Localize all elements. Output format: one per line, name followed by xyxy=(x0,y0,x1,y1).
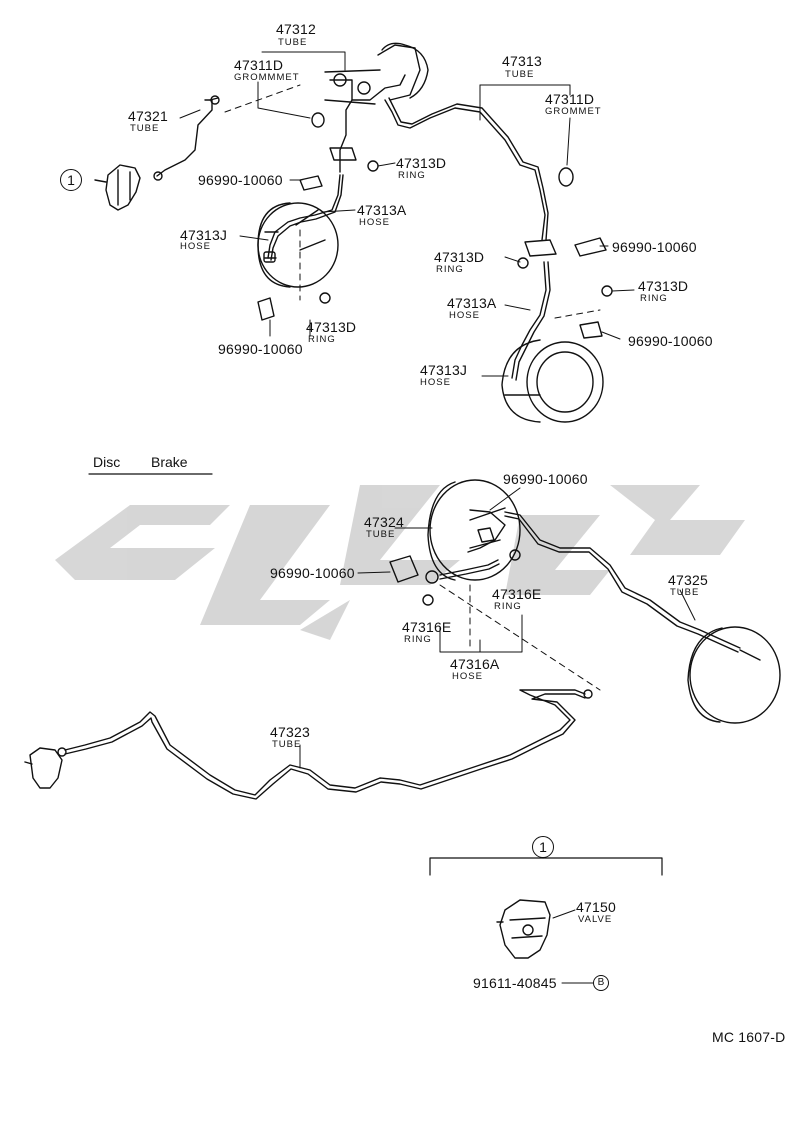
part-number-47150: 47150 xyxy=(576,899,616,915)
callout-marker-1-top: 1 xyxy=(60,169,82,191)
part-name-47325: TUBE xyxy=(670,587,700,598)
clip-f xyxy=(579,321,603,339)
clip-g xyxy=(389,555,419,583)
part-name-47313d-b: RING xyxy=(308,334,336,345)
fastener-marker-b: B xyxy=(593,975,609,991)
clip-e xyxy=(574,237,607,257)
part-number-47321: 47321 xyxy=(128,108,168,124)
part-number-47313d-b: 47313D xyxy=(306,319,357,335)
part-number-47313: 47313 xyxy=(502,53,542,69)
tube-47325 xyxy=(504,511,741,653)
tube-47324 xyxy=(467,509,506,553)
callout-marker-1-bottom: 1 xyxy=(532,836,554,858)
section-title-disc: Disc xyxy=(93,454,121,470)
part-number-96990-f: 96990-10060 xyxy=(270,565,355,581)
master-cylinder xyxy=(311,42,429,128)
left-brake-hose xyxy=(263,174,344,263)
part-name-47313j-left: HOSE xyxy=(180,241,211,252)
part-number-47313d-d: 47313D xyxy=(638,278,689,294)
callout-bracket xyxy=(429,857,663,876)
ring-a xyxy=(367,160,379,172)
valve-small-bottom xyxy=(24,747,67,789)
hose-47316a xyxy=(425,559,500,584)
part-name-47316a: HOSE xyxy=(452,671,483,682)
grommet-right xyxy=(558,167,574,187)
part-name-47313: TUBE xyxy=(505,69,535,80)
part-name-47316e-a: RING xyxy=(404,634,432,645)
clip-h xyxy=(477,527,495,543)
part-number-47316a: 47316A xyxy=(450,656,500,672)
part-number-47323: 47323 xyxy=(270,724,310,740)
part-number-47312: 47312 xyxy=(276,21,316,37)
part-name-47313d-c: RING xyxy=(436,264,464,275)
leader-lines-mid xyxy=(299,487,696,769)
tube-47321 xyxy=(153,95,220,181)
ring-d xyxy=(601,285,613,297)
part-name-47311d-right: GROMMET xyxy=(545,106,602,117)
clip-c xyxy=(257,297,275,321)
clip-d xyxy=(524,239,557,257)
proportioning-valve-small xyxy=(94,164,141,211)
valve-47150 xyxy=(496,899,551,959)
clip-b xyxy=(299,175,323,191)
part-number-47311d-left: 47311D xyxy=(234,57,284,73)
dashed-leaders-top xyxy=(224,84,601,319)
clip-a xyxy=(329,147,357,161)
part-number-96990-b: 96990-10060 xyxy=(218,341,303,357)
leader-lines-bottom xyxy=(552,909,594,984)
right-brake-drum xyxy=(501,339,604,423)
right-brake-hose xyxy=(511,261,551,381)
part-number-96990-c: 96990-10060 xyxy=(612,239,697,255)
part-name-47150: VALVE xyxy=(578,914,613,925)
part-name-47323: TUBE xyxy=(272,739,302,750)
part-name-47313j-right: HOSE xyxy=(420,377,451,388)
drawing-code: MC 1607-D xyxy=(712,1029,786,1045)
part-number-96990-a: 96990-10060 xyxy=(198,172,283,188)
tube-47323 xyxy=(64,689,593,800)
part-name-47313a-left: HOSE xyxy=(359,217,390,228)
part-number-96990-e: 96990-10060 xyxy=(503,471,588,487)
part-number-47311d-right: 47311D xyxy=(545,91,595,107)
part-number-47313j-left: 47313J xyxy=(180,227,228,243)
part-number-47313a-right: 47313A xyxy=(447,295,497,311)
part-number-47324: 47324 xyxy=(364,514,404,530)
part-number-91611-40845: 91611-40845 xyxy=(473,975,557,991)
part-number-47313j-right: 47313J xyxy=(420,362,468,378)
ring-e xyxy=(509,549,521,561)
part-number-47316e-b: 47316E xyxy=(492,586,542,602)
part-number-47316e-a: 47316E xyxy=(402,619,452,635)
part-name-47316e-b: RING xyxy=(494,601,522,612)
ring-f xyxy=(422,594,434,606)
watermark-logo xyxy=(55,485,745,640)
section-title-brake: Brake xyxy=(151,454,188,470)
part-name-47313a-right: HOSE xyxy=(449,310,480,321)
part-name-47312: TUBE xyxy=(278,37,308,48)
part-number-47313d-c: 47313D xyxy=(434,249,485,265)
rear-drum-right xyxy=(687,626,781,724)
left-tube-47312 xyxy=(329,44,421,173)
ring-c xyxy=(517,257,529,269)
part-name-47324: TUBE xyxy=(366,529,396,540)
part-name-47313d-d: RING xyxy=(640,293,668,304)
leader-lines-top xyxy=(179,51,635,377)
rear-drum-left xyxy=(427,479,521,581)
part-name-47321: TUBE xyxy=(130,123,160,134)
ring-b xyxy=(319,292,331,304)
dashed-leaders-mid xyxy=(439,584,601,691)
part-number-47325: 47325 xyxy=(668,572,708,588)
part-name-47311d-left: GROMMMET xyxy=(234,72,300,83)
part-number-47313d-a: 47313D xyxy=(396,155,447,171)
part-number-96990-d: 96990-10060 xyxy=(628,333,713,349)
part-name-47313d-a: RING xyxy=(398,170,426,181)
part-number-47313a-left: 47313A xyxy=(357,202,407,218)
